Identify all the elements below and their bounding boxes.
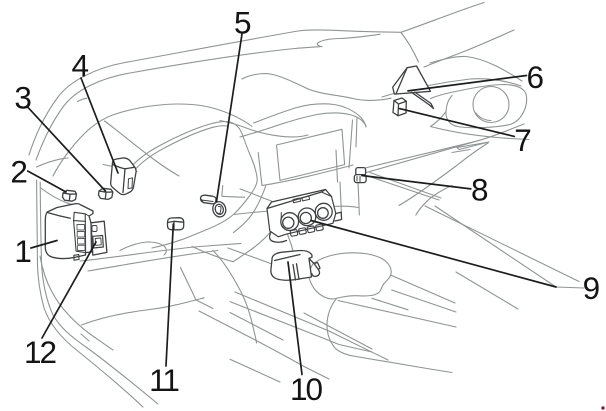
svg-text:3: 3 [14,79,32,115]
svg-text:10: 10 [290,371,323,407]
svg-text:1: 1 [14,233,32,269]
svg-text:2: 2 [10,153,28,189]
svg-text:7: 7 [514,122,532,158]
svg-text:9: 9 [583,270,601,306]
svg-text:6: 6 [527,59,545,95]
svg-text:12: 12 [24,334,56,370]
svg-text:4: 4 [72,48,90,84]
svg-text:5: 5 [234,4,252,40]
svg-text:8: 8 [471,172,489,208]
svg-text:11: 11 [149,362,178,398]
